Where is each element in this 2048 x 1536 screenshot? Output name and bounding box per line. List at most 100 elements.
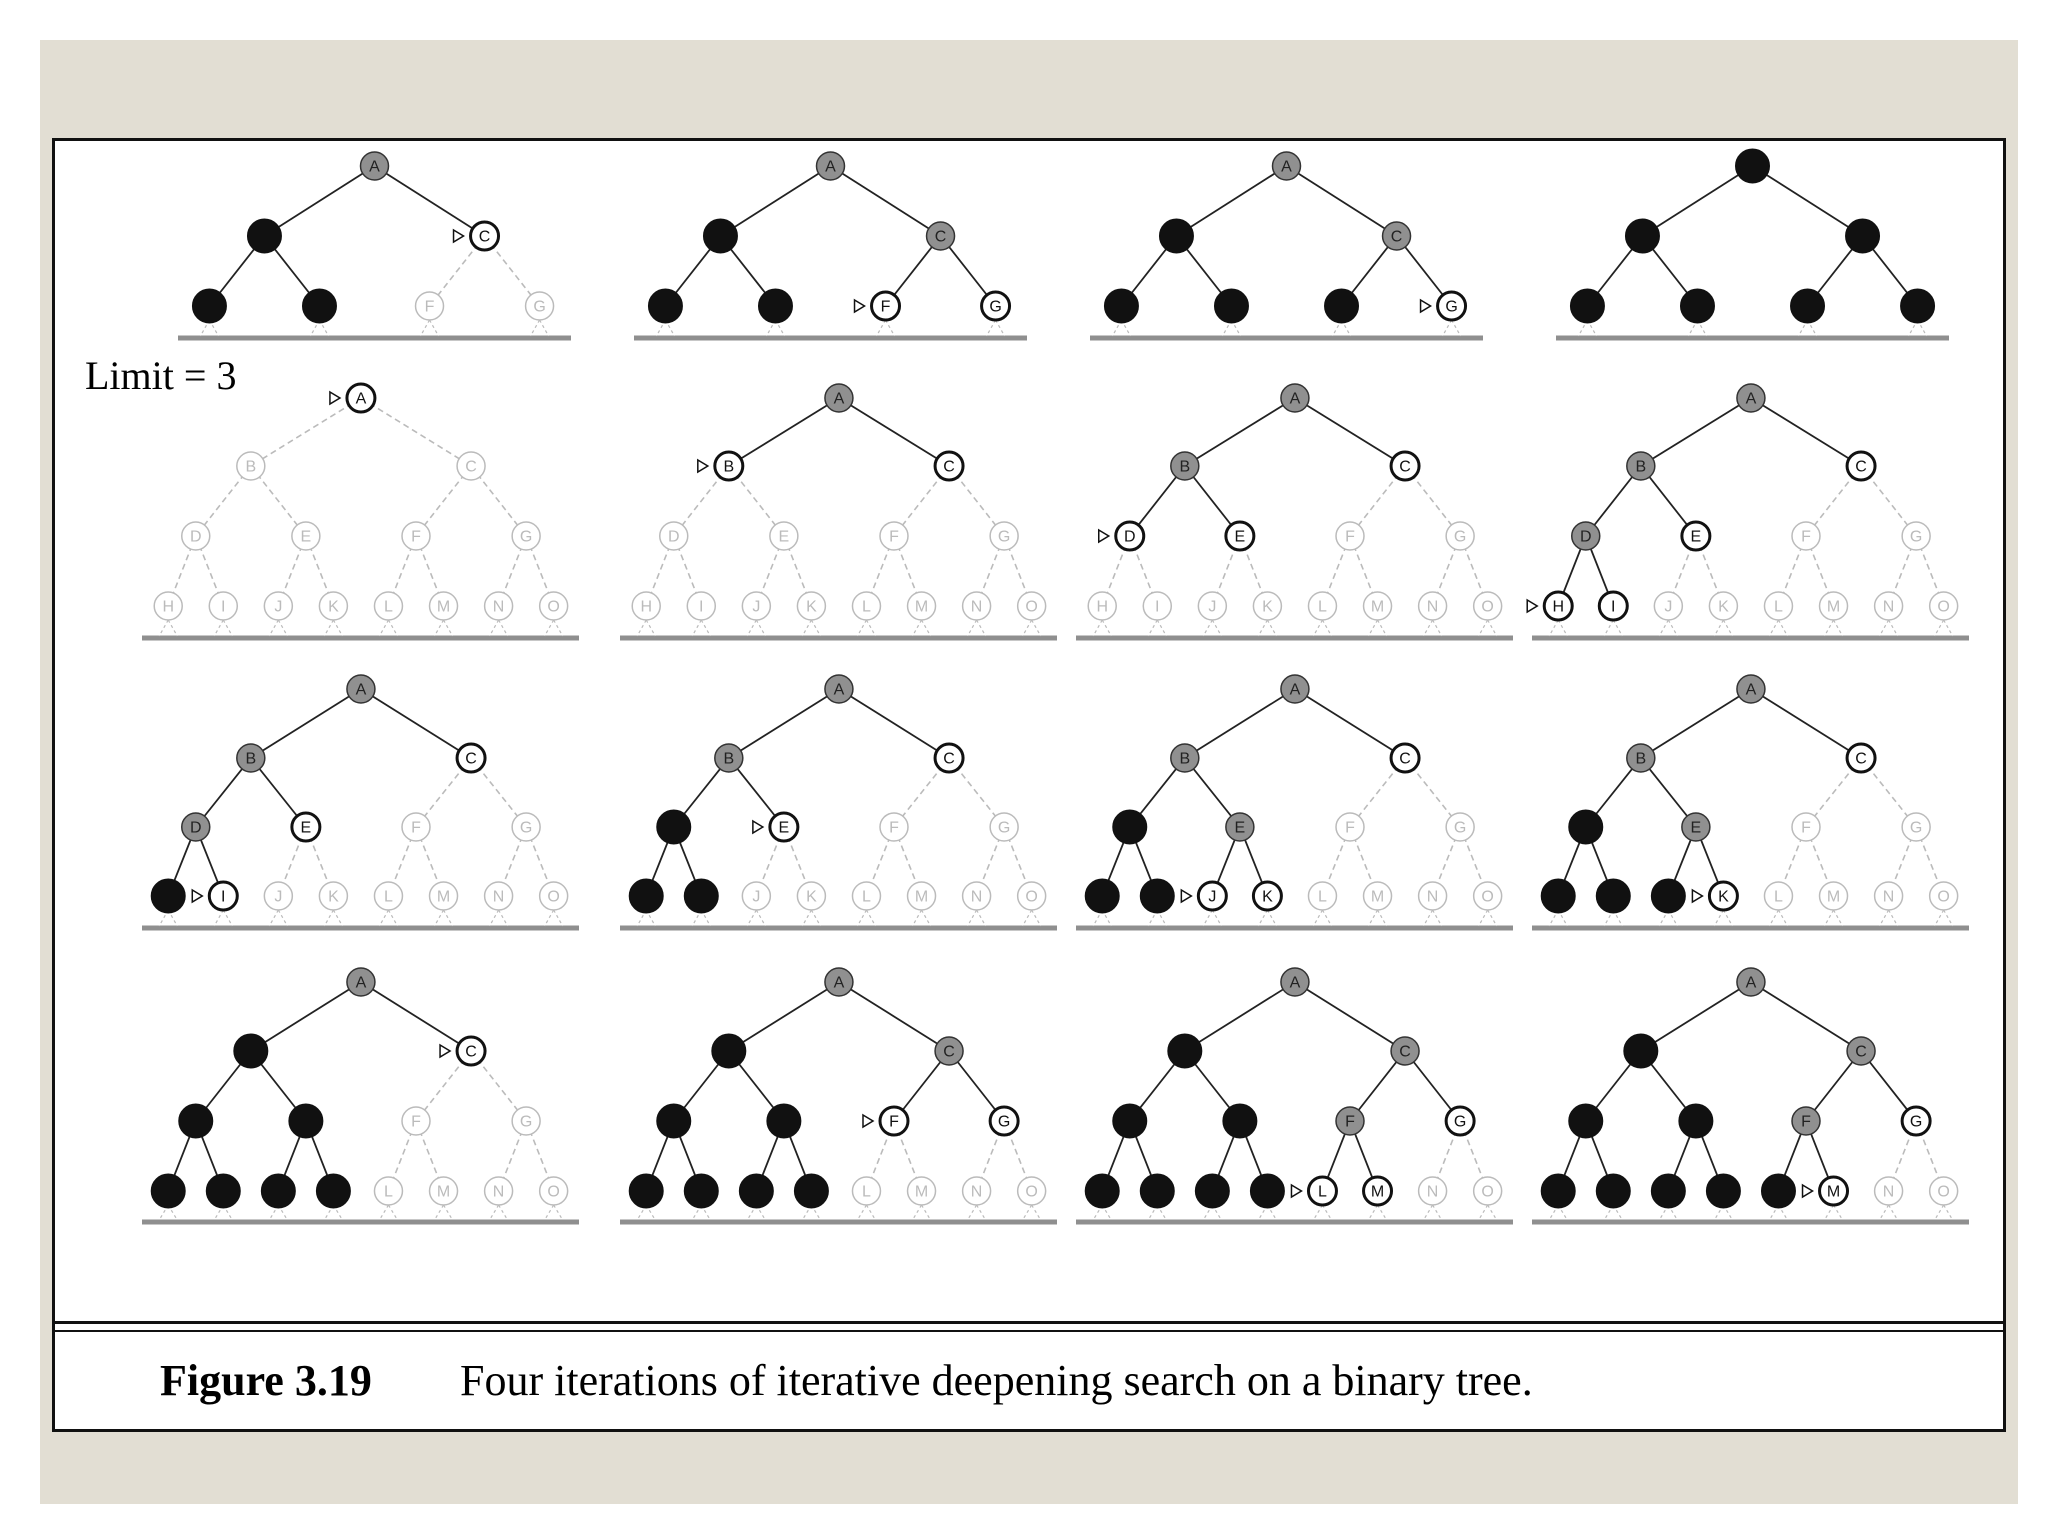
node-label: G [998,1114,1010,1131]
node-label: F [1801,820,1811,837]
node-circle [345,382,377,414]
node-label: A [356,391,367,408]
node-circle [1735,148,1770,184]
node-J [1650,878,1686,914]
node-label: N [971,889,983,906]
node-E: E [290,811,322,843]
node-label: L [1774,889,1783,906]
stub-edge [1888,909,1899,927]
edge-A-B [728,397,840,467]
edge-C-F [1805,1050,1862,1122]
node-circle [260,1173,296,1209]
stub-edge [755,619,766,637]
node-label: A [1746,682,1757,699]
node-H [1540,1173,1576,1209]
node-L: L [851,881,882,911]
node-label: D [190,529,202,546]
stub-edge [167,619,178,637]
node-circle [714,743,744,773]
stub-edge [1377,909,1388,927]
node-circle [483,881,514,911]
node-label: N [493,599,505,616]
node-label: G [520,1114,532,1131]
node-C: C [1381,221,1412,251]
node-circle [428,591,459,621]
node-label: A [1290,391,1301,408]
stub-edge [1377,1204,1388,1221]
stub-edge [323,909,334,927]
node-C: C [933,450,965,482]
node-label: J [274,889,282,906]
node-circle [246,218,282,254]
node-circle [150,878,186,914]
edge-A-B [250,397,362,467]
node-circle [925,221,956,251]
node-M: M [428,591,459,621]
stub-edge [387,619,398,637]
node-circle [1760,1173,1796,1209]
stub-edge [1266,619,1277,637]
node-label: C [1855,751,1867,768]
node-F: F [414,291,445,321]
node-O: O [1016,1176,1047,1206]
node-label: G [1445,299,1457,316]
node-circle [906,881,937,911]
node-label: C [479,229,491,246]
node-D: D [1114,520,1146,552]
node-label: A [1281,159,1292,176]
node-E [301,288,337,324]
node-label: O [1937,599,1949,616]
node-M: M [906,591,937,621]
node-circle [346,674,376,704]
stub-edge [498,619,509,637]
stub-edge [1557,619,1568,637]
node-D: D [659,521,689,551]
node-circle [1445,521,1475,551]
node-label: G [1910,1114,1922,1131]
stub-edge [1833,619,1844,637]
node-circle [1389,742,1421,774]
node-L: L [851,1176,882,1206]
stub-edge [530,319,541,337]
node-label: E [301,820,312,837]
node-H: H [1542,590,1574,622]
node-A: A [824,967,854,997]
node-label: A [1290,682,1301,699]
stub-edge [755,909,766,927]
node-circle [1763,881,1794,911]
stub-edge [443,619,454,637]
node-circle [1112,1103,1148,1139]
node-circle [1873,1176,1904,1206]
stub-edge [277,619,288,637]
node-N: N [1417,881,1448,911]
stub-edge [1824,619,1835,637]
node-F [1790,288,1826,324]
node-circle [738,1173,774,1209]
stub-edge [865,1204,876,1221]
node-label: G [1454,529,1466,546]
marker-triangle-icon [1526,598,1539,614]
node-B: B [236,743,266,773]
node-circle [1087,591,1117,621]
edge-A-B [1640,981,1752,1052]
node-label: N [493,1184,505,1201]
node-L: L [1763,881,1794,911]
stub-edge [434,619,445,637]
node-C: C [934,1036,964,1066]
tree-panel-3: A C G [1090,151,1483,341]
node-circle [153,591,183,621]
stub-edge [1202,909,1213,927]
node-circle [1335,1106,1365,1136]
stub-edge [553,619,564,637]
node-circle [1542,590,1574,622]
node-label: O [547,889,559,906]
node-label: D [668,529,680,546]
stub-edge [1321,619,1332,637]
node-I [683,1173,719,1209]
node-G: G [1445,521,1475,551]
node-label: O [1481,1184,1493,1201]
